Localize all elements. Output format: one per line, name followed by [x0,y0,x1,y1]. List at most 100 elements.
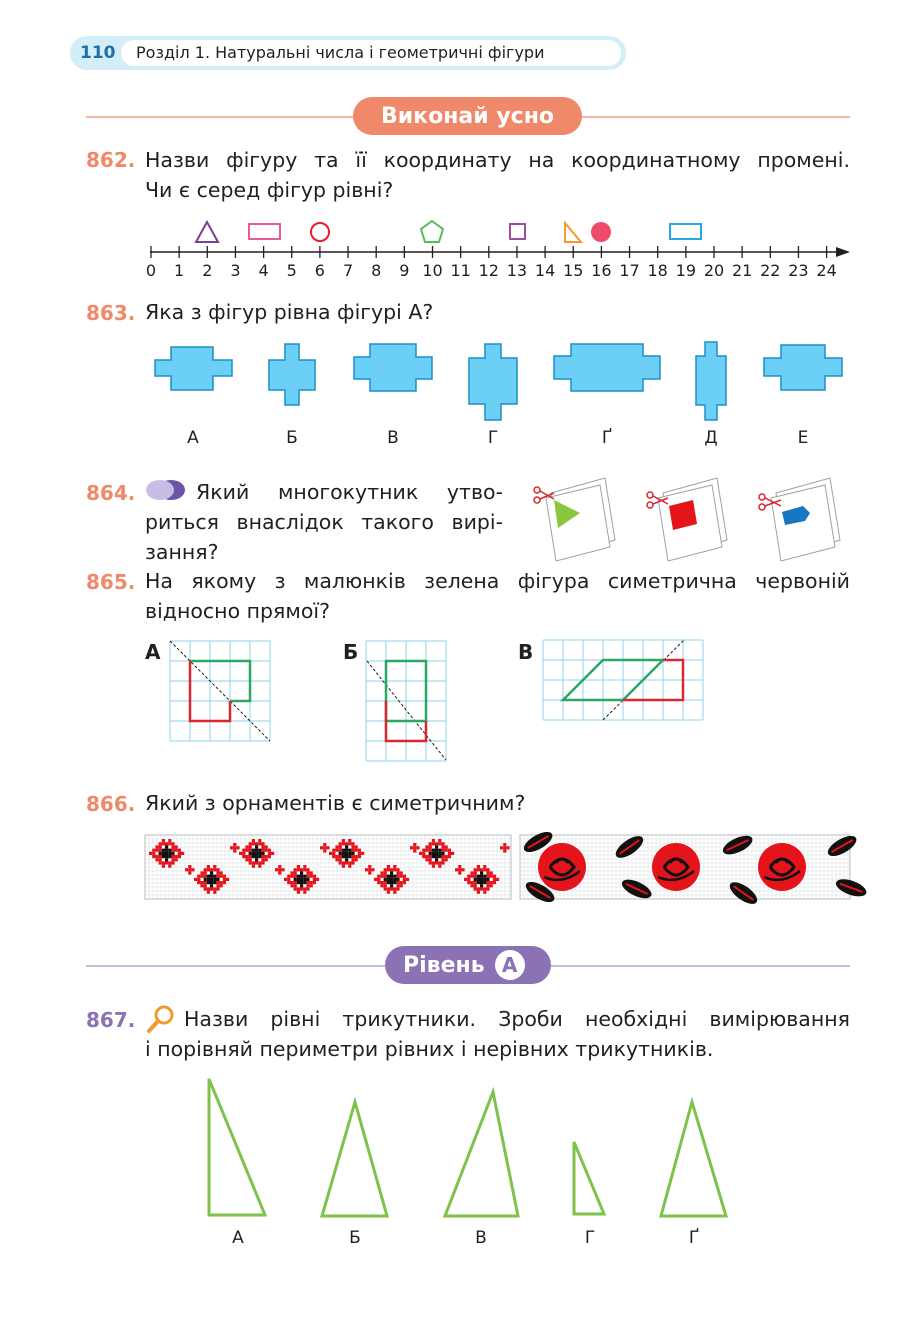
tick-label: 11 [450,261,471,280]
rectangle-icon [248,223,281,240]
problem-864-line2: риться внаслідок такого вирі- [145,510,503,534]
tick-label: 3 [230,261,241,280]
triangle-g [572,1141,607,1216]
header-title-pill [121,40,621,66]
problem-863-text: Яка з фігур рівна фігурі А? [145,300,434,324]
triangle-label: Ґ [688,1228,700,1248]
red-figure [188,661,232,723]
problem-number-864: 864. [86,481,136,505]
figure-a [154,346,233,391]
triangle-v [442,1086,520,1218]
circle-icon [310,222,330,242]
folded-paper-2 [646,477,728,562]
number-ray [150,219,850,258]
problem-865-line2: відносно прямої? [145,599,330,623]
tick-label: 20 [703,261,725,280]
figure-v [353,343,433,392]
arrow-icon [836,247,850,257]
problem-number-867: 867. [86,1008,136,1032]
figure-label: Г [487,428,499,448]
problem-866-text: Який з орнаментів є симетричним? [145,791,526,815]
symmetry-line [169,640,271,742]
triangle-a [207,1078,268,1217]
symmetry-grids-865 [169,639,704,762]
tick-label: 6 [314,261,325,280]
figures-863 [154,341,843,421]
figure-g2 [553,343,661,392]
triangle-g2 [659,1096,729,1218]
figure-b [268,343,316,406]
panel-label-b: Б [343,640,359,664]
ornament-2 [519,831,867,904]
tick-label: 16 [591,261,612,280]
red-figure [384,701,428,743]
green-figure [384,659,428,723]
page-number: 110 [80,43,116,63]
problem-number-862: 862. [86,148,136,172]
tick-label: 4 [258,261,269,280]
tick-label: 8 [371,261,382,280]
triangle-label: Б [349,1228,361,1248]
triangles-867 [207,1078,729,1218]
tick-label: 13 [506,261,528,280]
figure-label: Ґ [601,428,613,448]
tick-label: 5 [286,261,297,280]
problem-864-line1: Який многокутник утво- [196,480,503,504]
scissors-icon [758,493,782,511]
chapter-title: Розділ 1. Натуральні числа і геометричні… [136,43,545,62]
figure-d [695,341,727,421]
folded-papers-864 [533,477,841,562]
problem-864-line3: зання? [145,540,219,564]
figure-label: Б [286,428,298,448]
figure-label: А [187,428,199,448]
triangle-label: А [232,1228,244,1248]
problem-867-line1: Назви рівні трикутники. Зроби необхідні … [184,1007,850,1031]
right-triangle-icon [564,220,584,243]
triangle-b [320,1096,389,1218]
triangle-label: Г [584,1228,596,1248]
tick-label: 17 [619,261,640,280]
tick-label: 7 [342,261,354,280]
rectangle-icon [669,223,702,240]
green-figure [190,659,252,703]
magnifier-icon [147,1005,174,1033]
folded-paper-3 [758,477,841,562]
tick-label: 22 [760,261,781,280]
tick-label: 10 [422,261,443,280]
ornament-1 [144,834,512,900]
problem-862-line1: Назви фігуру та її координату на координ… [145,148,850,172]
figure-label: Е [797,428,809,448]
pentagon-icon [419,219,445,243]
tick-label: 23 [788,261,809,280]
triangle-label: В [475,1228,487,1248]
discussion-icon [146,480,185,500]
problem-number-866: 866. [86,792,136,816]
banner-oral: Виконай усно [353,97,582,135]
tick-label: 9 [399,261,410,280]
figure-label: В [387,428,399,448]
tick-label: 21 [731,261,753,280]
filled-circle-icon [591,222,611,242]
tick-label: 19 [675,261,697,280]
figure-e [763,344,843,391]
problem-867-line2: і порівняй периметри рівних і нерівних т… [145,1037,714,1061]
tick-label: 18 [647,261,668,280]
tick-label: 1 [174,261,185,280]
tick-label: 15 [563,261,584,280]
banner-level: Рівень А [385,946,551,984]
triangle-icon [194,219,220,243]
problem-862-line2: Чи є серед фігур рівні? [145,178,394,202]
tick-label: 2 [202,261,213,280]
scissors-icon [646,491,669,509]
level-word: Рівень [403,952,485,978]
figure-label: Д [704,428,718,448]
problem-number-865: 865. [86,570,136,594]
red-figure [623,658,685,702]
panel-label-a: А [145,640,161,664]
figure-g [468,343,518,421]
tick-label: 14 [534,261,556,280]
scissors-icon [533,486,555,504]
symmetry-line [366,660,447,761]
problem-number-863: 863. [86,301,136,325]
tick-label: 0 [145,261,157,280]
